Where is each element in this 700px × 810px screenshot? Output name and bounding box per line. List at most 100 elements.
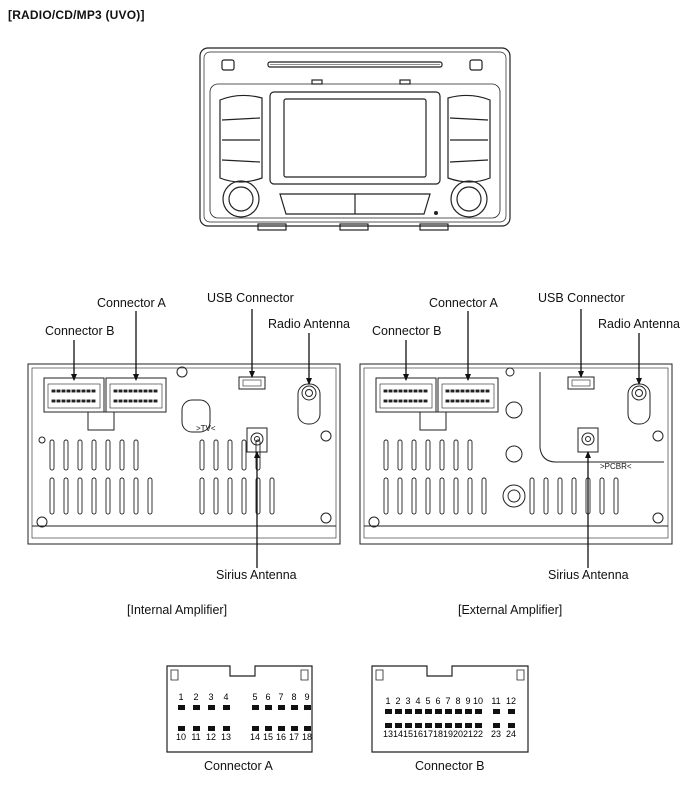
pin-contact [193,705,200,710]
pin-number-label: 8 [455,696,460,706]
pin-number-label: 16 [413,729,423,739]
pin-contact [265,726,272,731]
external-usb-connector-label: USB Connector [538,291,625,305]
pin-contact [475,709,482,714]
pin-contact [445,709,452,714]
pin-contact [508,723,515,728]
external-housing-mark: >PCBR< [600,462,632,471]
pin-number-label: 7 [445,696,450,706]
pin-number-label: 6 [265,692,270,702]
pin-number-label: 10 [176,732,186,742]
pin-contact [223,726,230,731]
pin-contact [425,723,432,728]
pin-number-label: 6 [435,696,440,706]
pin-number-label: 10 [473,696,483,706]
pin-contact [252,705,259,710]
connector-a-outline [166,665,313,753]
pin-contact [455,723,462,728]
pin-contact [291,705,298,710]
pin-contact [208,726,215,731]
pin-number-label: 12 [506,696,516,706]
pin-contact [435,723,442,728]
pin-number-label: 14 [393,729,403,739]
internal-radio-antenna-label: Radio Antenna [268,317,351,331]
internal-sirius-antenna-label: Sirius Antenna [216,568,297,582]
internal-housing-mark: >TV< [196,424,216,433]
pin-contact [178,726,185,731]
pin-contact [405,723,412,728]
pin-contact [425,709,432,714]
internal-connector-b-label: Connector B [45,324,115,338]
pin-number-label: 18 [433,729,443,739]
pin-number-label: 11 [491,696,500,706]
pin-number-label: 2 [193,692,198,702]
connector-b-caption: Connector B [415,759,485,773]
internal-amplifier-caption: [Internal Amplifier] [127,603,228,617]
pin-contact [455,709,462,714]
pin-contact [252,726,259,731]
connector-a-caption: Connector A [204,759,273,773]
pin-contact [415,723,422,728]
pin-contact [304,726,311,731]
pin-contact [193,726,200,731]
pin-number-label: 1 [385,696,390,706]
pin-contact [493,709,500,714]
pin-contact [291,726,298,731]
pin-number-label: 15 [263,732,273,742]
pin-number-label: 11 [191,732,200,742]
internal-vent-slots [49,389,275,515]
pin-number-label: 22 [473,729,483,739]
external-radio-antenna-label: Radio Antenna [598,317,681,331]
pin-number-label: 16 [276,732,286,742]
pin-contact [208,705,215,710]
pin-contact [435,709,442,714]
pin-number-label: 14 [250,732,260,742]
pin-contact [445,723,452,728]
pin-number-label: 15 [403,729,413,739]
pin-number-label: 13 [383,729,393,739]
pin-number-label: 1 [178,692,183,702]
pin-number-label: 3 [405,696,410,706]
pin-number-label: 17 [289,732,299,742]
pin-contact [178,705,185,710]
pin-number-label: 4 [415,696,420,706]
diagram-title: [RADIO/CD/MP3 (UVO)] [8,8,145,22]
pin-contact [475,723,482,728]
pin-contact [278,726,285,731]
pin-number-label: 12 [206,732,216,742]
external-vent-slots [383,389,619,515]
pin-number-label: 7 [278,692,283,702]
pin-number-label: 2 [395,696,400,706]
external-connector-b-label: Connector B [372,324,442,338]
pin-number-label: 24 [506,729,516,739]
pin-number-label: 5 [425,696,430,706]
pin-number-label: 13 [221,732,231,742]
pin-contact [385,723,392,728]
pin-number-label: 17 [423,729,433,739]
pin-contact [405,709,412,714]
external-amplifier-caption: [External Amplifier] [458,603,563,617]
pin-number-label: 18 [302,732,312,742]
pin-number-label: 9 [465,696,470,706]
pin-contact [278,705,285,710]
external-sirius-antenna-label: Sirius Antenna [548,568,629,582]
internal-connector-a-label: Connector A [97,296,166,310]
pin-contact [465,709,472,714]
pin-number-label: 8 [291,692,296,702]
pin-contact [508,709,515,714]
external-connector-a-label: Connector A [429,296,498,310]
pin-contact [465,723,472,728]
pin-contact [395,709,402,714]
pin-contact [385,709,392,714]
internal-usb-connector-label: USB Connector [207,291,294,305]
pin-number-label: 20 [453,729,463,739]
pin-contact [265,705,272,710]
pin-number-label: 3 [208,692,213,702]
